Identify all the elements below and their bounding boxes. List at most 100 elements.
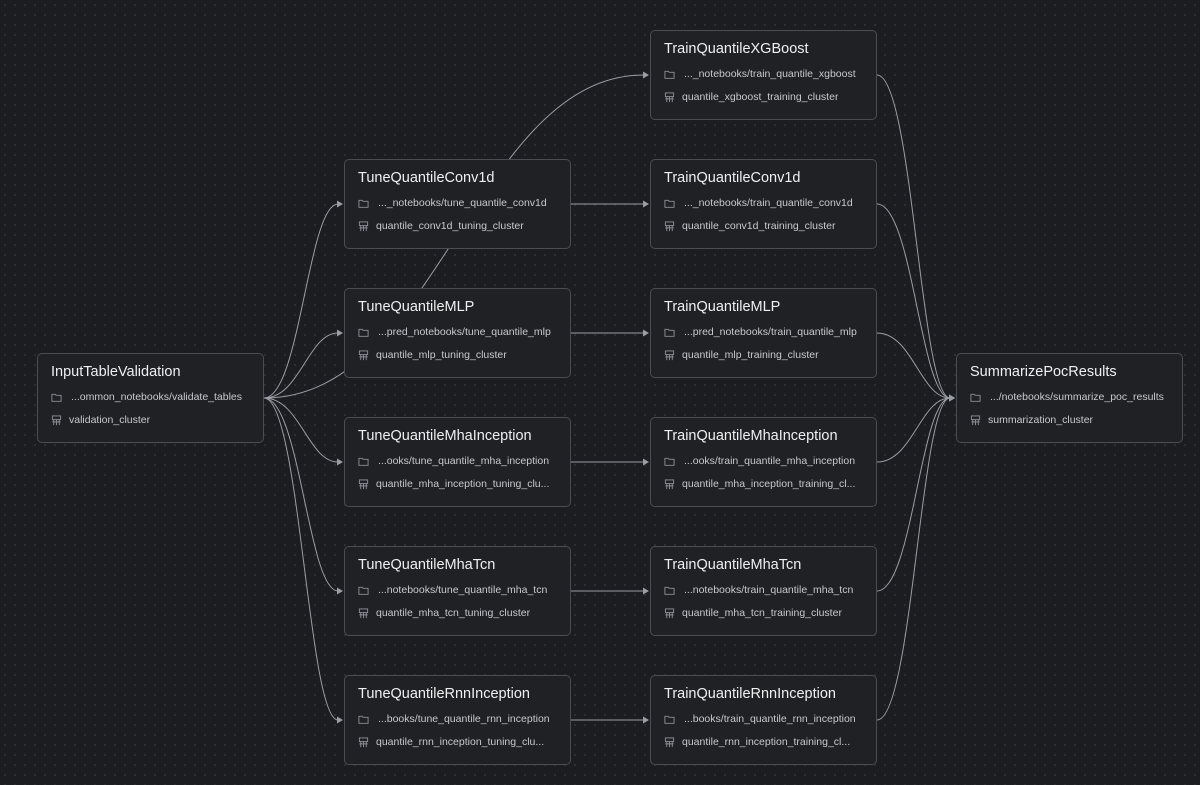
edge-input-table-validation-to-tune-mlp: [263, 332, 339, 399]
notebook-path-row: ..._notebooks/train_quantile_conv1d: [664, 197, 866, 209]
cluster-row: quantile_mha_tcn_tuning_cluster: [358, 607, 560, 619]
task-node-train-mha-inception[interactable]: TrainQuantileMhaInception ...ooks/train_q…: [650, 417, 877, 507]
notebook-path: ...notebooks/train_quantile_mha_tcn: [684, 584, 854, 596]
notebook-path-row: ...books/tune_quantile_rnn_inception: [358, 713, 560, 725]
notebook-path: ...ommon_notebooks/validate_tables: [71, 391, 243, 403]
cluster-icon: [358, 349, 369, 361]
notebook-path: ..._notebooks/train_quantile_conv1d: [684, 197, 853, 209]
cluster-row: quantile_conv1d_training_cluster: [664, 220, 866, 232]
arrowhead-icon: [643, 200, 649, 208]
cluster-name: quantile_mha_inception_training_cl...: [682, 478, 856, 490]
folder-icon: [664, 69, 675, 80]
arrowhead-icon: [949, 394, 955, 402]
task-node-tune-rnn-inception[interactable]: TuneQuantileRnnInception ...books/tune_qu…: [344, 675, 571, 765]
arrowhead-icon: [337, 458, 343, 466]
cluster-name: quantile_conv1d_tuning_cluster: [376, 220, 524, 232]
task-title: TrainQuantileConv1d: [664, 170, 801, 186]
cluster-row: summarization_cluster: [970, 414, 1172, 426]
notebook-path: ...ooks/train_quantile_mha_inception: [684, 455, 856, 467]
notebook-path: ...books/tune_quantile_rnn_inception: [378, 713, 550, 725]
notebook-path: ...notebooks/tune_quantile_mha_tcn: [378, 584, 548, 596]
arrowhead-icon: [949, 394, 955, 402]
notebook-path-row: ...ooks/tune_quantile_mha_inception: [358, 455, 560, 467]
folder-icon: [358, 714, 369, 725]
task-node-tune-mha-inception[interactable]: TuneQuantileMhaInception...ooks/tune_qua…: [344, 417, 571, 507]
cluster-row: quantile_rnn_inception_tuning_clu...: [358, 736, 560, 748]
task-node-tune-mha-tcn[interactable]: TuneQuantileMhaTcn...notebooks/tune_quan…: [344, 546, 571, 636]
edge-train-xgboost-to-summarize-poc-results: [876, 74, 951, 399]
task-title: TuneQuantileRnnInception: [358, 686, 530, 702]
task-node-tune-conv1d[interactable]: TuneQuantileConv1d..._notebooks/tune_qua…: [344, 159, 571, 249]
cluster-name: quantile_mlp_training_cluster: [682, 349, 819, 361]
cluster-name: quantile_rnn_inception_tuning_clu...: [376, 736, 545, 748]
arrowhead-icon: [643, 329, 649, 337]
task-node-tune-mlp[interactable]: TuneQuantileMLP ...pred_notebooks/tune_qu…: [344, 288, 571, 378]
notebook-path: ..._notebooks/train_quantile_xgboost: [684, 68, 856, 80]
edge-train-mha-inception-to-summarize-poc-results: [876, 397, 951, 463]
cluster-icon: [358, 607, 369, 619]
edge-input-table-validation-to-tune-mha-tcn: [263, 397, 339, 592]
notebook-path-row: ..._notebooks/train_quantile_xgboost: [664, 68, 866, 80]
cluster-name: summarization_cluster: [988, 414, 1094, 426]
cluster-icon: [664, 736, 675, 748]
cluster-name: quantile_xgboost_training_cluster: [682, 91, 839, 103]
cluster-name: quantile_mha_inception_tuning_clu...: [376, 478, 550, 490]
task-title: TuneQuantileMLP: [358, 299, 475, 315]
arrowhead-icon: [643, 458, 649, 466]
folder-icon: [358, 327, 369, 338]
task-node-train-mha-tcn[interactable]: TrainQuantileMhaTcn ...notebooks/train_qu…: [650, 546, 877, 636]
task-title: TrainQuantileMhaTcn: [664, 557, 802, 573]
cluster-icon: [664, 349, 675, 361]
task-node-train-mlp[interactable]: TrainQuantileMLP...pred_notebooks/train_…: [650, 288, 877, 378]
notebook-path-row: ..._notebooks/tune_quantile_conv1d: [358, 197, 560, 209]
cluster-icon: [664, 607, 675, 619]
notebook-path: ...pred_notebooks/train_quantile_mlp: [684, 326, 857, 338]
task-node-train-xgboost[interactable]: TrainQuantileXGBoost..._notebooks/train_…: [650, 30, 877, 120]
arrowhead-icon: [949, 394, 955, 402]
folder-icon: [358, 456, 369, 467]
edge-input-table-validation-to-tune-rnn-inception: [263, 397, 339, 721]
arrowhead-icon: [337, 329, 343, 337]
arrowhead-icon: [643, 587, 649, 595]
cluster-row: quantile_mlp_tuning_cluster: [358, 349, 560, 361]
notebook-path-row: ...notebooks/train_quantile_mha_tcn: [664, 584, 866, 596]
task-node-input-table-validation[interactable]: InputTableValidation ...ommon_notebooks/v…: [37, 353, 264, 443]
cluster-icon: [970, 414, 981, 426]
edge-input-table-validation-to-tune-conv1d: [263, 203, 339, 399]
notebook-path: ...books/train_quantile_rnn_inception: [684, 713, 856, 725]
notebook-path: .../notebooks/summarize_poc_results: [990, 391, 1164, 403]
task-node-summarize-poc-results[interactable]: SummarizePocResults .../notebooks/summari…: [956, 353, 1183, 443]
arrowhead-icon: [337, 587, 343, 595]
edge-train-conv1d-to-summarize-poc-results: [876, 203, 951, 399]
task-title: TrainQuantileRnnInception: [664, 686, 836, 702]
notebook-path-row: ...pred_notebooks/train_quantile_mlp: [664, 326, 866, 338]
task-title: InputTableValidation: [51, 364, 181, 380]
notebook-path-row: ...books/train_quantile_rnn_inception: [664, 713, 866, 725]
cluster-icon: [51, 414, 62, 426]
arrowhead-icon: [337, 200, 343, 208]
cluster-name: validation_cluster: [69, 414, 151, 426]
notebook-path-row: ...ooks/train_quantile_mha_inception: [664, 455, 866, 467]
folder-icon: [664, 585, 675, 596]
cluster-row: quantile_mha_tcn_training_cluster: [664, 607, 866, 619]
cluster-row: quantile_mha_inception_tuning_clu...: [358, 478, 560, 490]
folder-icon: [664, 198, 675, 209]
task-title: SummarizePocResults: [970, 364, 1117, 380]
arrowhead-icon: [643, 71, 649, 79]
arrowhead-icon: [949, 394, 955, 402]
cluster-row: quantile_mlp_training_cluster: [664, 349, 866, 361]
folder-icon: [358, 198, 369, 209]
cluster-name: quantile_conv1d_training_cluster: [682, 220, 836, 232]
folder-icon: [358, 585, 369, 596]
cluster-row: validation_cluster: [51, 414, 253, 426]
cluster-icon: [664, 478, 675, 490]
task-title: TrainQuantileMhaInception: [664, 428, 838, 444]
arrowhead-icon: [643, 716, 649, 724]
task-node-train-conv1d[interactable]: TrainQuantileConv1d ..._notebooks/train_q…: [650, 159, 877, 249]
task-node-train-rnn-inception[interactable]: TrainQuantileRnnInception ...books/train_…: [650, 675, 877, 765]
cluster-name: quantile_rnn_inception_training_cl...: [682, 736, 851, 748]
cluster-icon: [358, 736, 369, 748]
notebook-path: ..._notebooks/tune_quantile_conv1d: [378, 197, 547, 209]
notebook-path-row: ...pred_notebooks/tune_quantile_mlp: [358, 326, 560, 338]
